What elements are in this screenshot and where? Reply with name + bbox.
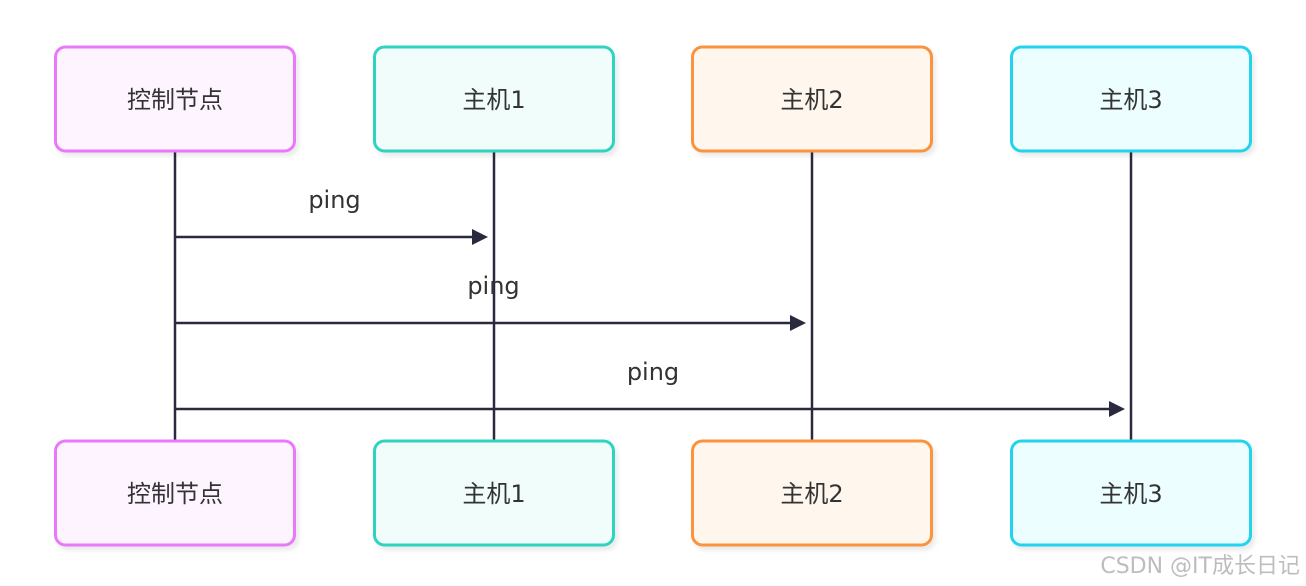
participant-box-bottom: 控制节点 [54,439,296,547]
message-label: ping [627,358,679,386]
message-label: ping [308,186,360,214]
participant-label: 主机2 [780,480,843,508]
participant-box-bottom: 主机2 [691,439,933,547]
message-label: ping [467,272,519,300]
participant-box-bg [54,45,296,153]
arrowhead-icon [472,229,488,245]
participant-box-bg [54,439,296,547]
participant-label: 主机3 [1099,480,1162,508]
arrowhead-icon [1109,401,1125,417]
participant-box-top: 主机2 [691,45,933,153]
arrowhead-icon [790,315,806,331]
participant-box-bg [373,45,615,153]
participant-box-bottom: 主机3 [1010,439,1252,547]
participant-box-bg [691,45,933,153]
messages: ping ping ping [175,186,1125,417]
watermark: CSDN @IT成长日记 [1100,554,1300,579]
participant-box-top: 主机3 [1010,45,1252,153]
lifelines [173,151,1133,441]
participant-label: 主机3 [1099,86,1162,114]
participant-box-bg [373,439,615,547]
participant-label: 主机1 [462,480,525,508]
participant-label: 主机1 [462,86,525,114]
participant-label: 控制节点 [127,480,223,508]
participant-box-bg [1010,439,1252,547]
participant-box-bottom: 主机1 [373,439,615,547]
participant-box-bg [691,439,933,547]
participant-box-top: 控制节点 [54,45,296,153]
participant-box-top: 主机1 [373,45,615,153]
participant-label: 主机2 [780,86,843,114]
participant-box-bg [1010,45,1252,153]
participant-label: 控制节点 [127,86,223,114]
